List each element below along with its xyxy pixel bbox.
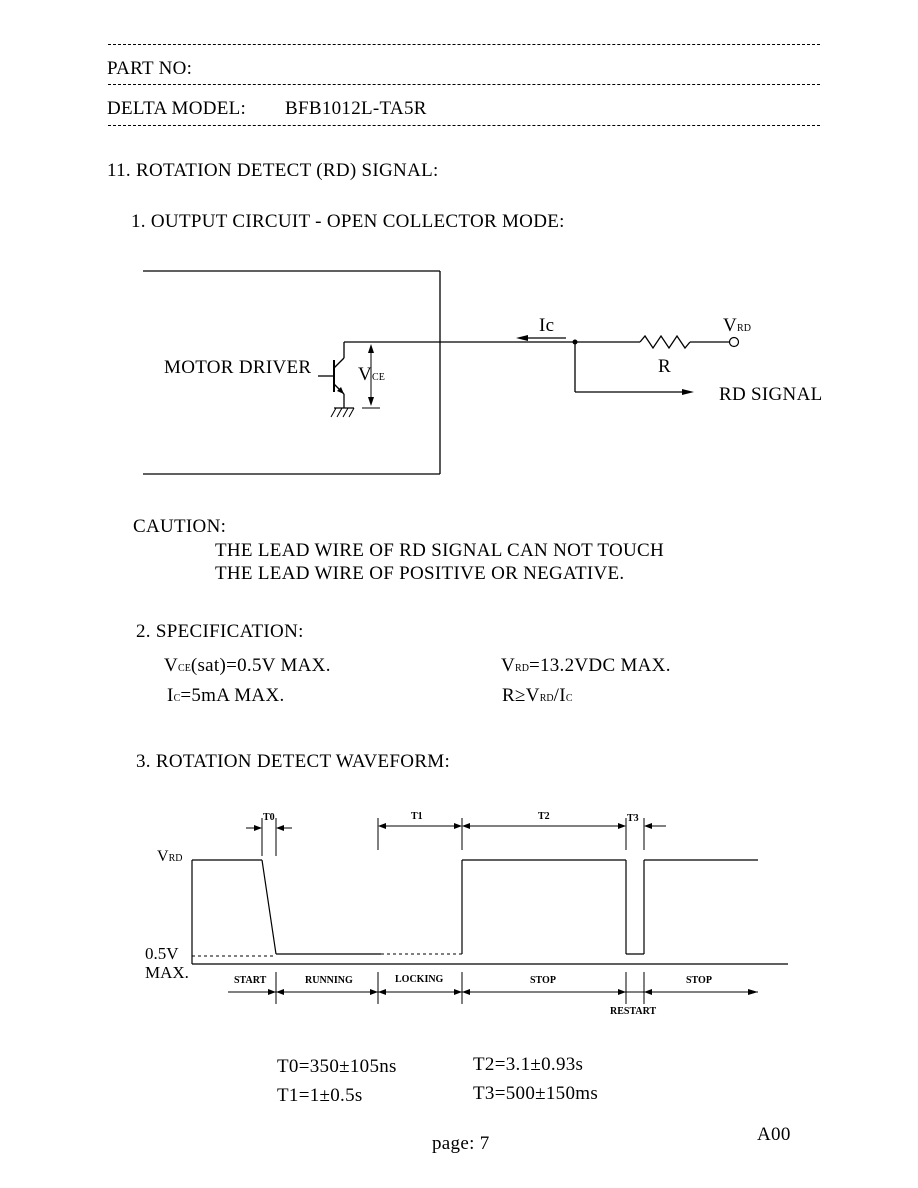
t3-label: T3	[627, 813, 639, 824]
output-circuit-heading: 1. OUTPUT CIRCUIT - OPEN COLLECTOR MODE:	[131, 211, 565, 232]
ic-label: Ic	[539, 315, 555, 336]
header-divider-top	[108, 44, 820, 45]
waveform-vrd-sub: RD	[168, 853, 183, 864]
spec-r-sub2: C	[565, 693, 573, 704]
page-number: page: 7	[432, 1133, 490, 1154]
t0-label: T0	[263, 812, 275, 823]
waveform-low-label-2: MAX.	[145, 963, 189, 982]
rotation-detect-waveform	[191, 818, 788, 1004]
resistor-label: R	[658, 356, 671, 377]
phase-stop-label-1: STOP	[530, 975, 556, 986]
spec-ic-main: I	[167, 685, 174, 706]
vrd-label-sub: RD	[737, 323, 751, 334]
waveform-vrd-main: V	[157, 848, 169, 865]
spec-vce-sub: CE	[178, 663, 191, 674]
caution-label: CAUTION:	[133, 516, 227, 537]
spec-vrd-rest: =13.2VDC MAX.	[528, 655, 671, 676]
spec-vce-sat: VCE(sat)=0.5V MAX.	[164, 655, 331, 677]
part-no-label: PART NO:	[107, 58, 193, 79]
waveform-vrd-label: VRD	[157, 848, 182, 866]
vrd-label-main: V	[723, 315, 738, 336]
timing-t3: T3=500±150ms	[473, 1083, 599, 1104]
rd-signal-label: RD SIGNAL	[719, 384, 823, 405]
section-title: 11. ROTATION DETECT (RD) SIGNAL:	[107, 160, 439, 181]
waveform-heading: 3. ROTATION DETECT WAVEFORM:	[136, 751, 451, 772]
vrd-label: VRD	[723, 315, 751, 337]
timing-t0: T0=350±105ns	[277, 1056, 397, 1077]
delta-model-label: DELTA MODEL:	[107, 98, 247, 119]
spec-vrd: VRD=13.2VDC MAX.	[501, 655, 671, 677]
spec-ic: IC=5mA MAX.	[167, 685, 285, 707]
phase-stop-label-2: STOP	[686, 975, 712, 986]
spec-vce-rest: (sat)=0.5V MAX.	[190, 655, 331, 676]
caution-line-1: THE LEAD WIRE OF RD SIGNAL CAN NOT TOUCH	[215, 540, 664, 561]
vce-label-sub: CE	[372, 372, 385, 383]
spec-ic-sub: C	[173, 693, 181, 704]
timing-t2: T2=3.1±0.93s	[473, 1054, 584, 1075]
spec-vrd-v: V	[501, 655, 516, 676]
spec-vrd-sub: RD	[515, 663, 529, 674]
phase-start-label: START	[234, 975, 267, 986]
spec-vce-v: V	[164, 655, 179, 676]
spec-r-mid: /I	[553, 685, 566, 706]
motor-driver-label: MOTOR DRIVER	[164, 357, 312, 378]
waveform-low-label-1: 0.5V	[145, 944, 179, 963]
spec-r-sub1: RD	[539, 693, 554, 704]
delta-model-value: BFB1012L-TA5R	[285, 98, 427, 119]
timing-t1: T1=1±0.5s	[277, 1085, 363, 1106]
vce-label-main: V	[358, 364, 373, 385]
phase-locking-label: LOCKING	[395, 974, 444, 985]
header-divider-bottom	[108, 125, 820, 126]
revision-code: A00	[757, 1124, 791, 1145]
output-circuit-diagram	[143, 270, 740, 475]
caution-line-2: THE LEAD WIRE OF POSITIVE OR NEGATIVE.	[215, 563, 625, 584]
t1-label: T1	[411, 811, 423, 822]
phase-running-label: RUNNING	[305, 975, 353, 986]
header-divider-middle	[108, 84, 820, 85]
t2-label: T2	[538, 811, 550, 822]
spec-ic-rest: =5mA MAX.	[180, 685, 285, 706]
phase-restart-label: RESTART	[610, 1006, 657, 1017]
specification-heading: 2. SPECIFICATION:	[136, 621, 304, 642]
vce-label: VCE	[358, 364, 385, 386]
spec-r-pre: R≥V	[502, 685, 540, 706]
spec-r: R≥VRD/IC	[502, 685, 573, 707]
